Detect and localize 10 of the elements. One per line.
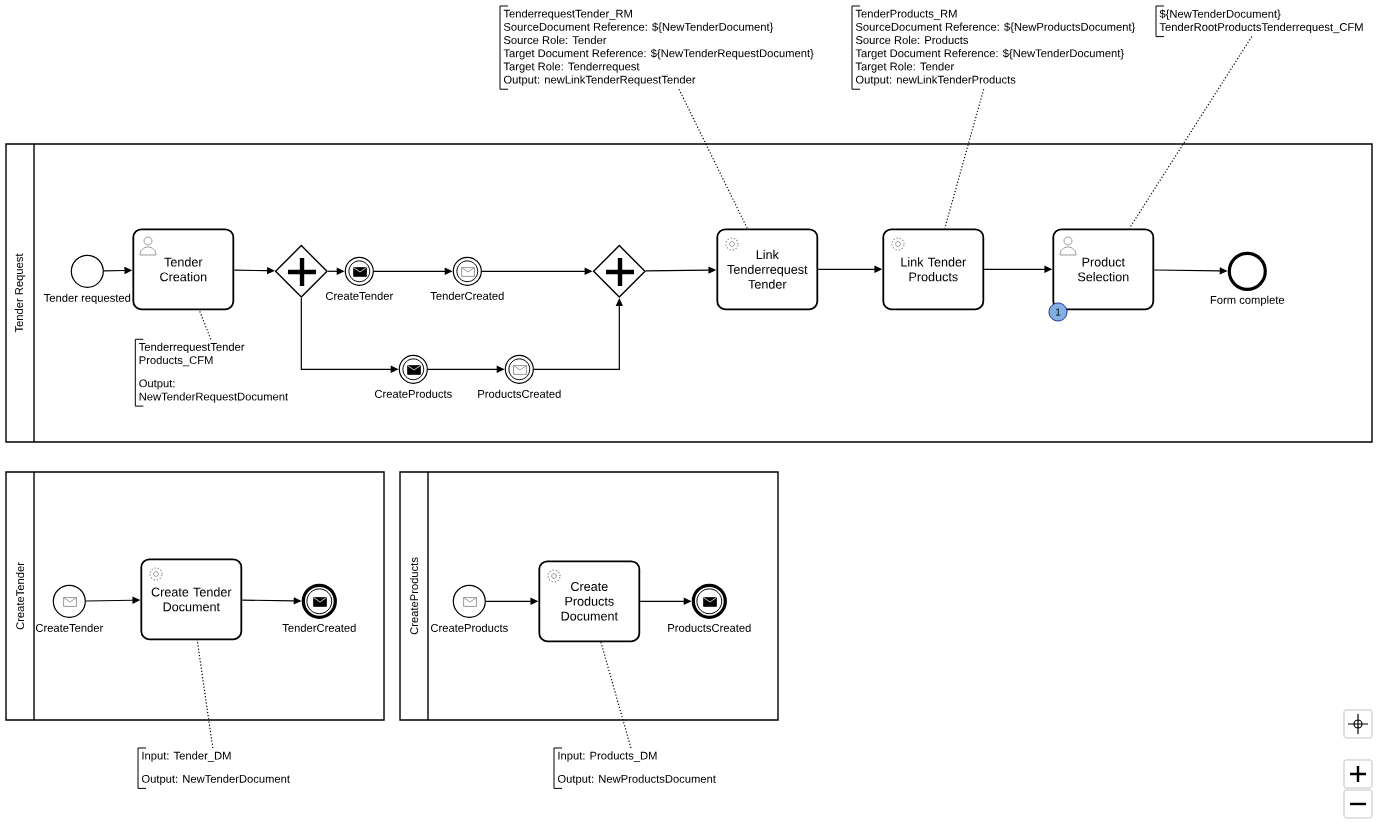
gateway-diamond [274,244,328,298]
sequence-arrow [533,298,623,370]
gateway-diamond [592,244,646,298]
association-line [678,88,748,229]
association-line [196,639,214,749]
association-line [1128,36,1253,229]
sequence-arrow [233,267,275,275]
association-line [198,309,212,340]
association-line [600,641,632,749]
association-line [944,88,985,229]
